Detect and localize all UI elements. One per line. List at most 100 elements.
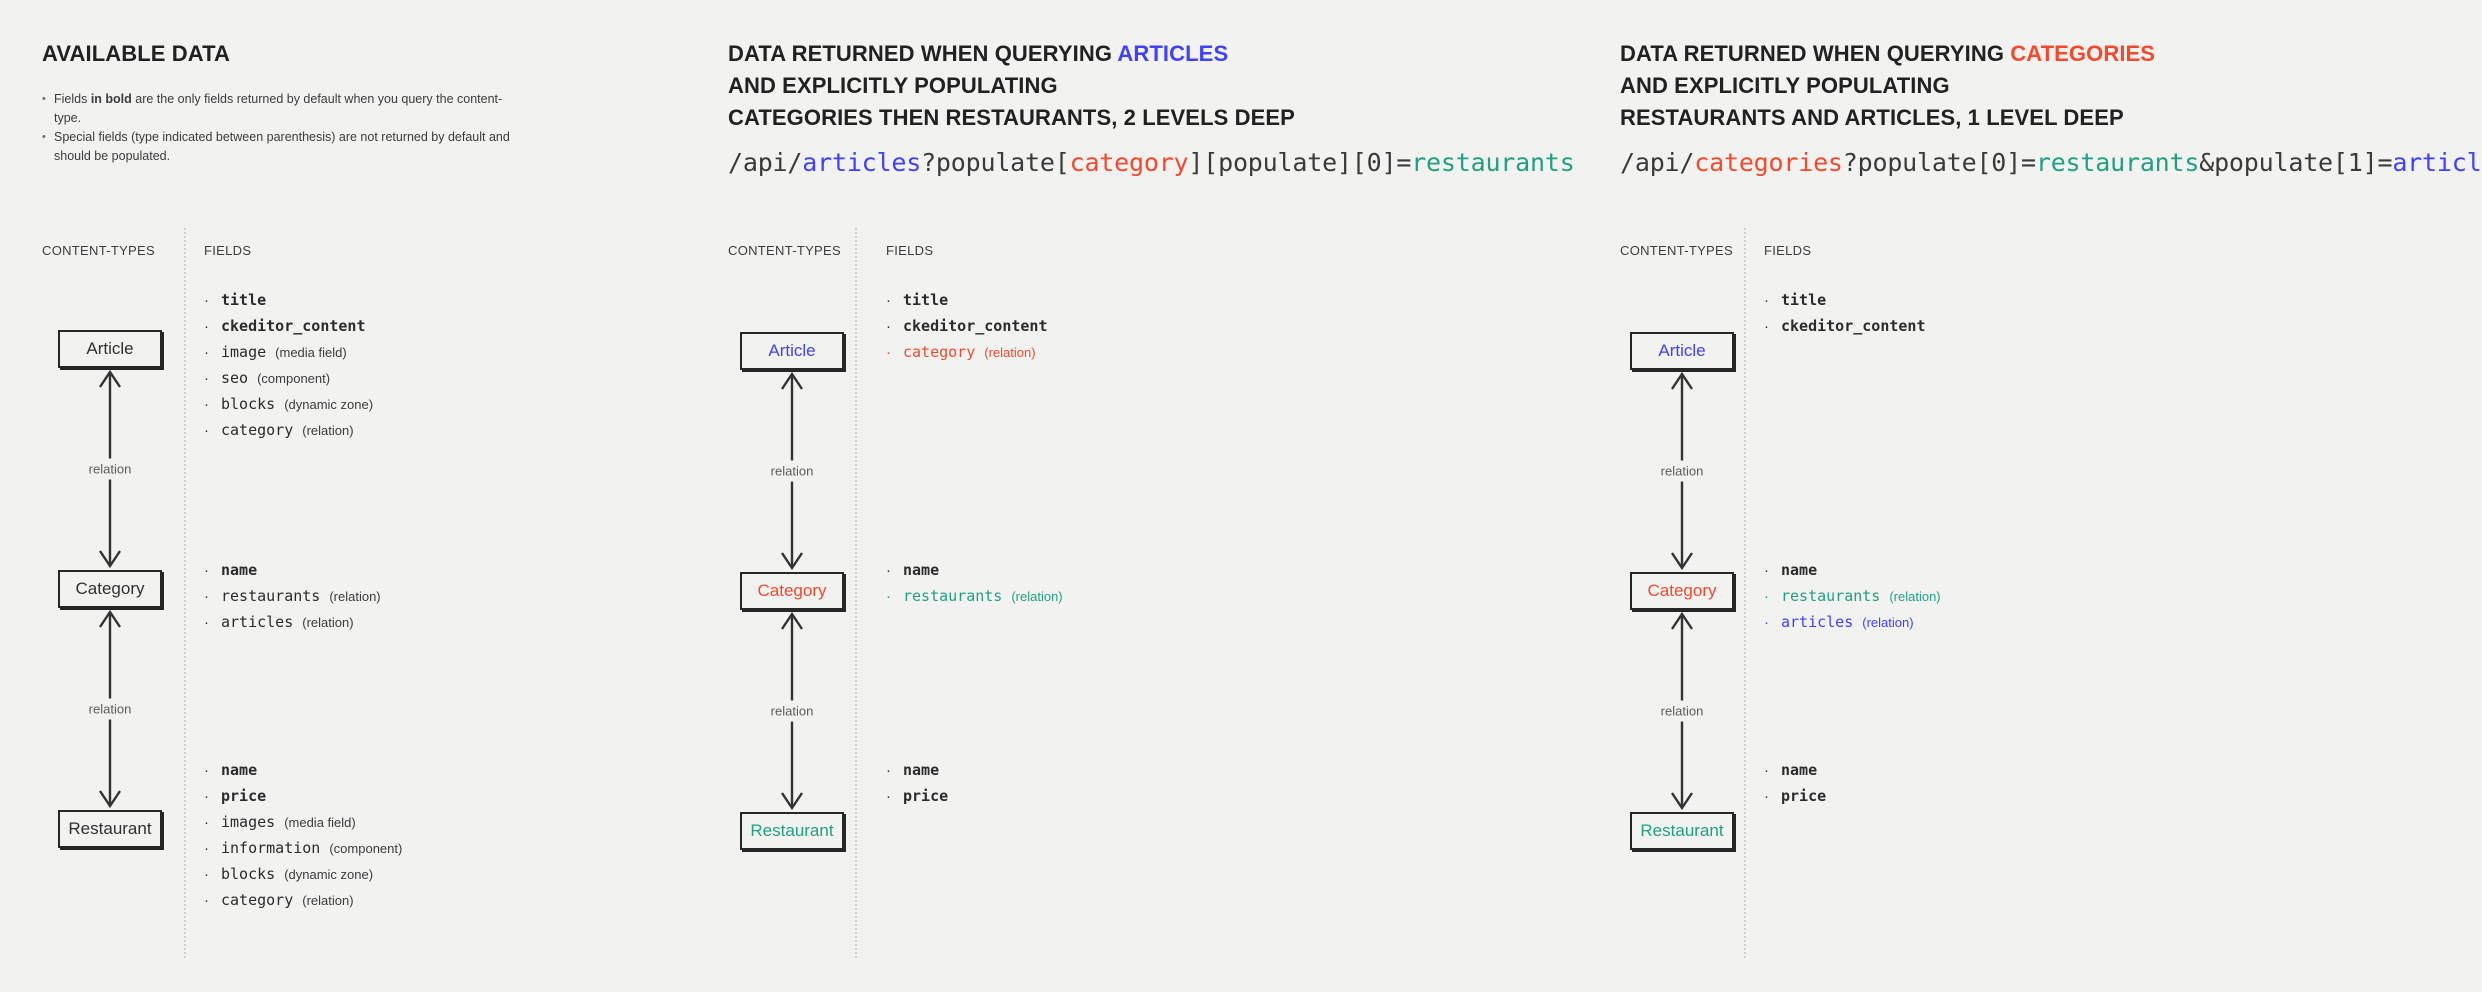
bullet-dot: • (42, 131, 46, 143)
field-row: ·category(relation) (886, 340, 1048, 366)
bullet-dot: · (204, 344, 209, 361)
field-type: (relation) (302, 615, 354, 630)
relation-label: relation (764, 700, 820, 722)
column-caption-content-types: CONTENT-TYPES (1620, 243, 1733, 258)
bullet-dot: · (204, 422, 209, 439)
bullet-dot: · (1764, 788, 1769, 805)
content-type-box-category[interactable]: Category (58, 570, 162, 608)
field-group-category: ·name·restaurants(relation)·articles(rel… (1764, 558, 1941, 636)
field-row: ·images(media field) (204, 810, 402, 836)
api-segment: /api/ (728, 148, 803, 177)
bullet-dot: · (886, 762, 891, 779)
content-type-box-restaurant[interactable]: Restaurant (1630, 812, 1734, 850)
content-type-box-restaurant[interactable]: Restaurant (740, 812, 844, 850)
note-text: Special fields (type indicated between p… (54, 130, 510, 163)
field-row: ·category(relation) (204, 418, 373, 444)
field-name: title (1781, 291, 1827, 309)
bullet-dot: · (1764, 562, 1769, 579)
bullet-dot: · (886, 562, 891, 579)
field-name: title (903, 291, 949, 309)
field-type: (relation) (1011, 589, 1063, 604)
field-name: name (1781, 761, 1818, 779)
field-row: · title (886, 288, 1048, 314)
field-name: name (903, 761, 940, 779)
api-segment: ?populate[0]= (1842, 148, 2036, 177)
bullet-dot: · (204, 396, 209, 413)
bullet-dot: · (886, 344, 891, 361)
heading-text: DATA RETURNED WHEN QUERYING (1620, 41, 2011, 66)
field-type: (relation) (329, 589, 381, 604)
content-type-box-restaurant[interactable]: Restaurant (58, 810, 162, 848)
field-type: (dynamic zone) (284, 397, 374, 412)
panel-query-articles: DATA RETURNED WHEN QUERYING ARTICLES AND… (728, 0, 1622, 992)
relation-label: relation (764, 460, 820, 482)
heading-accent: ARTICLES (1117, 41, 1229, 66)
field-row: ·articles(relation) (204, 610, 381, 636)
bullet-dot: · (204, 892, 209, 909)
field-name: price (221, 787, 267, 805)
field-type: (relation) (1889, 589, 1941, 604)
content-type-box-article[interactable]: Article (58, 330, 162, 368)
bullet-dot: · (886, 318, 891, 335)
bullet-dot: · (886, 292, 891, 309)
panel-available-data: AVAILABLE DATA • Fields in bold are the … (0, 0, 856, 992)
bullet-dot: · (1764, 614, 1769, 631)
field-name: category (221, 891, 294, 909)
field-row: · name (886, 758, 948, 784)
panel-3-heading-line-3: RESTAURANTS AND ARTICLES, 1 LEVEL DEEP (1620, 105, 2124, 130)
field-group-article: · title ·ckeditor_content · image (media fiel… (204, 288, 373, 444)
field-group-category: ·name· restaurants (relation) (886, 558, 1063, 610)
field-name: seo (221, 369, 249, 387)
field-name: restaurants (903, 587, 1003, 605)
field-group-article: ·title · ckeditor_content (1764, 288, 1926, 340)
field-name: ckeditor_content (1781, 317, 1926, 335)
bullet-dot: · (204, 788, 209, 805)
panel-query-categories: DATA RETURNED WHEN QUERYING CATEGORIES A… (1620, 0, 2482, 992)
bullet-dot: · (204, 370, 209, 387)
api-url-categories: /api/categories?populate[0]=restaurants&… (1620, 148, 2482, 177)
field-row: ·ckeditor_content (886, 314, 1048, 340)
field-name: information (221, 839, 321, 857)
field-row: ·restaurants(relation) (1764, 584, 1941, 610)
field-type: (dynamic zone) (284, 867, 374, 882)
api-segment: category (1069, 148, 1189, 177)
field-name: articles (1781, 613, 1854, 631)
field-type: (relation) (984, 345, 1036, 360)
field-row: ·ckeditor_content (204, 314, 373, 340)
field-row: · category (relation) (204, 888, 402, 914)
field-type: (relation) (1862, 615, 1914, 630)
api-segment: restaurants (2035, 148, 2200, 177)
api-segment: articles (2392, 148, 2482, 177)
field-name: price (1781, 787, 1827, 805)
field-group-restaurant: ·name·price·images(media field)·informat… (204, 758, 402, 914)
field-row: ·price (886, 784, 948, 810)
field-type: (media field) (275, 345, 347, 360)
api-segment: ?populate[ (921, 148, 1070, 177)
note-text: Fields in bold are the only fields retur… (54, 92, 503, 125)
content-type-box-article[interactable]: Article (1630, 332, 1734, 370)
field-type: (media field) (284, 815, 356, 830)
relation-arrow-category-restaurant: relation (50, 608, 170, 810)
column-divider (184, 228, 186, 958)
field-type: (relation) (302, 893, 354, 908)
content-type-box-category[interactable]: Category (1630, 572, 1734, 610)
field-row: · price (204, 784, 402, 810)
column-caption-fields: FIELDS (1764, 243, 1812, 258)
api-segment: ][populate][0]= (1188, 148, 1412, 177)
content-type-box-category[interactable]: Category (740, 572, 844, 610)
field-type: (relation) (302, 423, 354, 438)
field-row: ·name (886, 558, 1063, 584)
field-name: title (221, 291, 267, 309)
bullet-dot: · (1764, 318, 1769, 335)
field-row: ·title (1764, 288, 1926, 314)
panel-2-heading-line-3: CATEGORIES THEN RESTAURANTS, 2 LEVELS DE… (728, 105, 1295, 130)
relation-label: relation (1654, 700, 1710, 722)
content-type-box-article[interactable]: Article (740, 332, 844, 370)
panel-3-heading-line-1: DATA RETURNED WHEN QUERYING CATEGORIES (1620, 38, 2155, 70)
panel-3-heading-line-2: AND EXPLICITLY POPULATING (1620, 73, 1950, 98)
field-name: image (221, 343, 267, 361)
column-divider (855, 228, 857, 958)
api-url-articles: /api/articles?populate[category][populat… (728, 148, 1575, 177)
bullet-dot: · (204, 292, 209, 309)
